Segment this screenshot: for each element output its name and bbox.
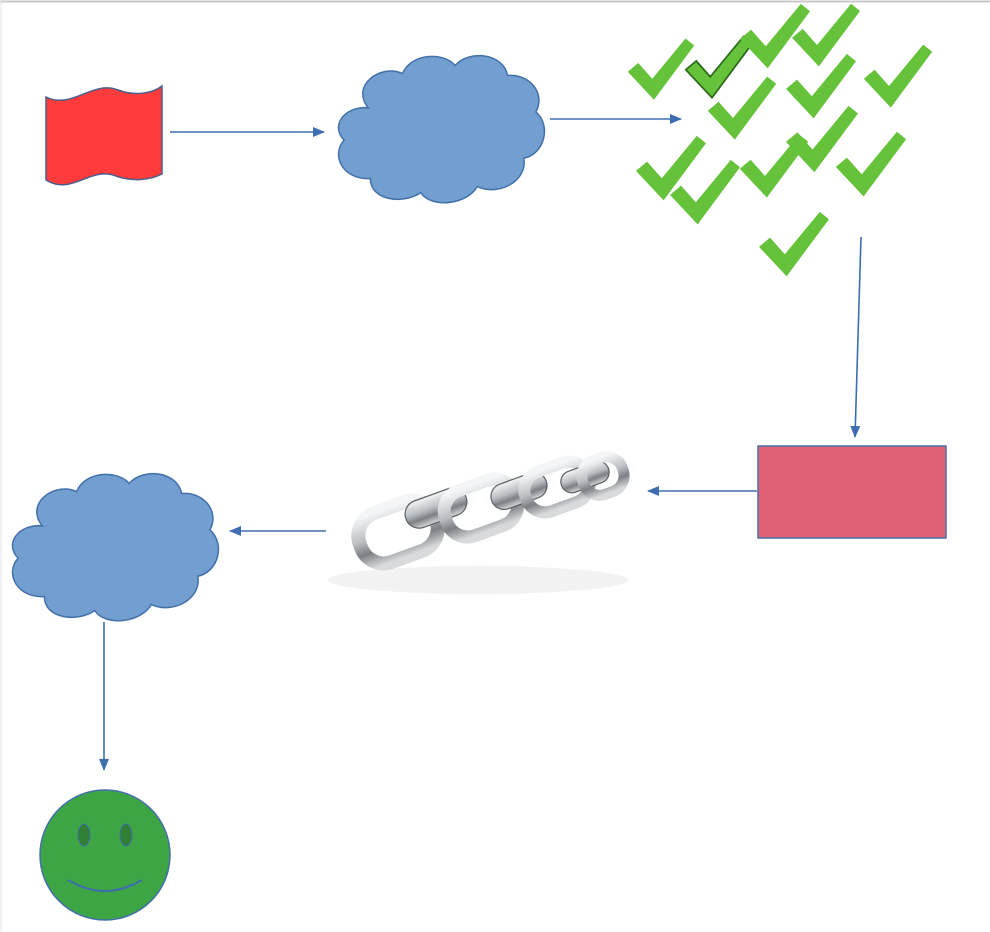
smiley-face-icon bbox=[39, 789, 171, 921]
cloud-shape-bottom bbox=[11, 472, 220, 622]
chain-icon bbox=[328, 451, 630, 594]
arrow-checkmarks-to-rectangle bbox=[850, 236, 862, 438]
checkmark-cluster bbox=[627, 3, 933, 277]
flag-icon bbox=[45, 84, 163, 186]
pink-rectangle bbox=[757, 445, 947, 539]
cloud-shape-top bbox=[337, 54, 546, 204]
